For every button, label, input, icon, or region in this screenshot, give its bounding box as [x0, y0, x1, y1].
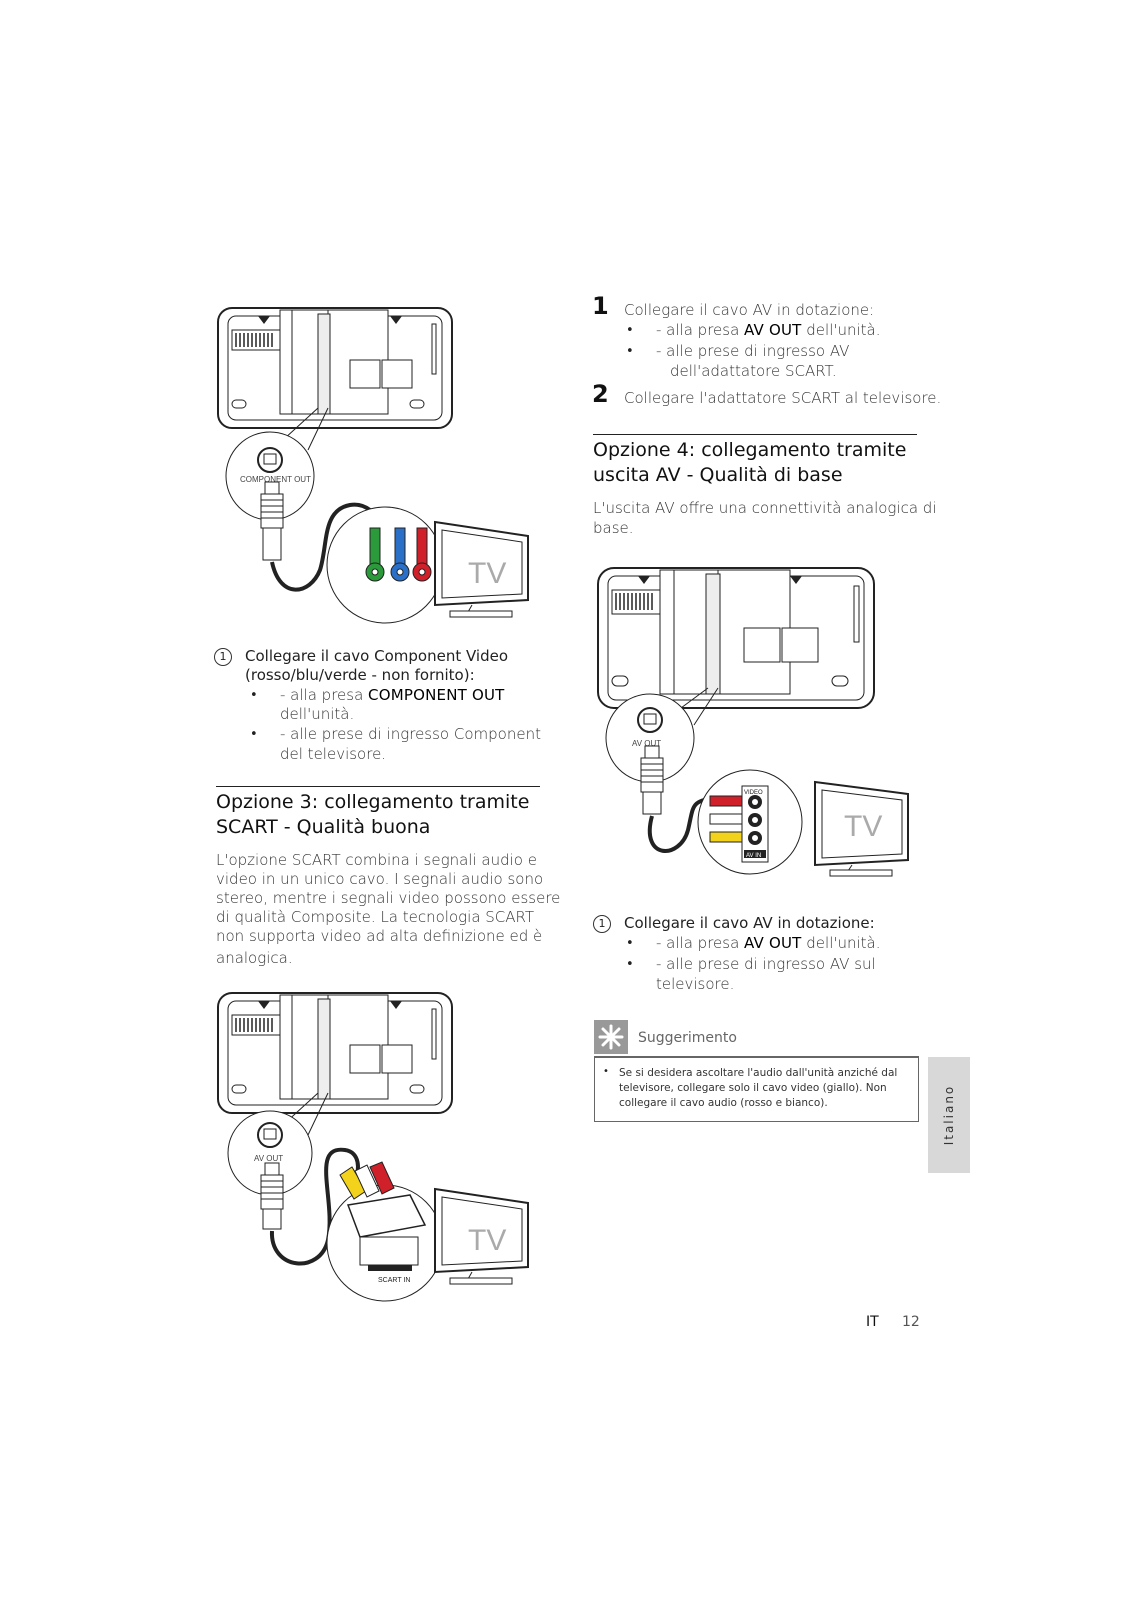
tip-text-line: Se si desidera ascoltare l'audio dall'un… — [619, 1067, 898, 1079]
av-out-label: AV OUT — [254, 1154, 283, 1163]
body-line: stereo, mentre i segnali video possono e… — [216, 889, 561, 907]
body-line: analogica. — [216, 949, 293, 967]
step-number: 2 — [592, 380, 609, 408]
step-number: 1 — [592, 292, 609, 320]
option4-title-line1: Opzione 4: collegamento tramite — [593, 439, 907, 461]
av-plugs — [709, 795, 745, 843]
tip-title: Suggerimento — [638, 1030, 737, 1046]
body-line: L'uscita AV offre una connettività analo… — [593, 499, 937, 517]
bullet: • — [250, 727, 258, 742]
component-plugs — [365, 527, 432, 582]
bullet: • — [626, 936, 634, 951]
av-connection-diagram: AV OUT VIDEO AV IN TV — [597, 567, 909, 877]
language-side-tab: Italiano — [928, 1057, 970, 1173]
step-text-line2: (rosso/blu/verde - non fornito): — [245, 666, 475, 684]
section-divider — [216, 786, 540, 787]
bullet-item-component-out: - alla presa COMPONENT OUT — [280, 686, 505, 704]
bullet-item-av-out: - alla presa AV OUT dell'unità. — [656, 321, 881, 339]
scart-connection-diagram: AV OUT SCART IN TV — [217, 992, 529, 1302]
tip-icon — [594, 1020, 628, 1054]
tv-label: TV — [844, 810, 882, 843]
body-line: L'opzione SCART combina i segnali audio … — [216, 851, 537, 869]
step-text: Collegare l'adattatore SCART al televiso… — [624, 389, 942, 407]
step-text: Collegare il cavo AV in dotazione: — [624, 301, 875, 319]
bullet-item-continuation: del televisore. — [280, 745, 387, 763]
step-number: 1 — [214, 648, 232, 666]
tip-box: • Se si desidera ascoltare l'audio dall'… — [594, 1057, 919, 1122]
bullet-item-component-in: - alle prese di ingresso Component — [280, 725, 541, 743]
step-text: Collegare il cavo AV in dotazione: — [624, 914, 875, 932]
tip-text-line: collegare il cavo audio (rosso e bianco)… — [619, 1097, 828, 1109]
bullet-item-continuation: televisore. — [656, 975, 735, 993]
bullet: • — [626, 323, 634, 338]
step-number: 1 — [593, 915, 611, 933]
component-connection-diagram: COMPONENT OUT TV — [217, 307, 529, 624]
component-out-label: COMPONENT OUT — [240, 475, 311, 484]
body-line: di qualità Composite. La tecnologia SCAR… — [216, 908, 535, 926]
bullet-item-continuation: dell'unità. — [280, 705, 355, 723]
language-label: Italiano — [942, 1084, 956, 1146]
bullet: • — [626, 957, 634, 972]
tip-top-rule — [594, 1056, 919, 1057]
body-line: non supporta video ad alta definizione e… — [216, 927, 543, 945]
footer-language: IT — [866, 1314, 879, 1330]
body-line: video in un unico cavo. I segnali audio … — [216, 870, 544, 888]
bullet-item-av-in: - alle prese di ingresso AV sul — [656, 955, 876, 973]
tv-label: TV — [468, 557, 506, 590]
av-in-label: AV IN — [746, 853, 761, 859]
body-line: base. — [593, 519, 634, 537]
section-divider — [593, 434, 917, 435]
av-plugs — [339, 1161, 395, 1200]
step-text-line1: Collegare il cavo Component Video — [245, 647, 509, 665]
tv-label: TV — [468, 1224, 506, 1257]
bullet-item-continuation: dell'adattatore SCART. — [670, 362, 837, 380]
scart-in-label: SCART IN — [378, 1277, 410, 1284]
page-number: 12 — [902, 1314, 920, 1330]
bullet: • — [626, 344, 634, 359]
bullet-item-av-out: - alla presa AV OUT dell'unità. — [656, 934, 881, 952]
option3-title-line1: Opzione 3: collegamento tramite — [216, 791, 530, 813]
bullet: • — [250, 688, 258, 703]
bullet-item-scart-in: - alle prese di ingresso AV — [656, 342, 850, 360]
tip-text-line: televisore, collegare solo il cavo video… — [619, 1082, 887, 1094]
option3-title-line2: SCART - Qualità buona — [216, 816, 431, 838]
video-label: VIDEO — [744, 790, 763, 796]
bullet: • — [603, 1066, 609, 1077]
av-out-label: AV OUT — [632, 739, 661, 748]
option4-title-line2: uscita AV - Qualità di base — [593, 464, 843, 486]
